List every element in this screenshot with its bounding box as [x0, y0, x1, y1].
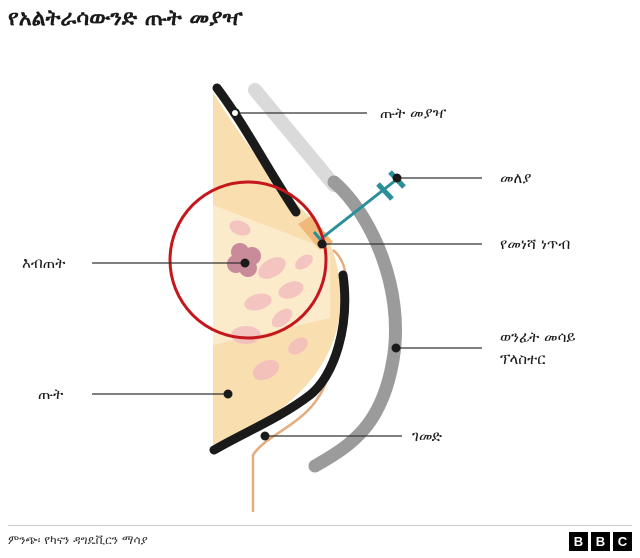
label-clear-plastic: ወንፊት መሳይ	[500, 328, 576, 346]
page-title: የአልትራሳውንድ ጡት መያዣ	[8, 6, 243, 31]
footer-divider	[8, 525, 632, 526]
label-breast-holder: ጡት መያዣ	[380, 104, 447, 122]
bbc-logo-letter: B	[591, 532, 610, 551]
label-separator: መለያ	[500, 169, 532, 187]
bbc-logo-letter: C	[613, 532, 632, 551]
leader-lines	[92, 112, 482, 437]
label-strap: ገመድ	[412, 427, 443, 445]
cup-upper	[212, 83, 301, 217]
label-lump: እብጠት	[22, 254, 66, 272]
breast-tissue	[229, 220, 313, 381]
label-target-point: የመነሻ ነጥብ	[500, 235, 571, 253]
plastic-shield	[308, 175, 402, 473]
top-shield	[248, 83, 341, 192]
label-breast: ጡት	[38, 385, 64, 403]
highlight-circle	[168, 180, 328, 340]
label-clear-plastic-line2: ፕላስተር	[500, 350, 546, 368]
source-text: ምንጭ፡ የካናን ዳግዴቪርን ማሳያ	[8, 533, 148, 547]
cup-lower	[209, 270, 350, 455]
bbc-logo-letter: B	[569, 532, 588, 551]
bbc-logo: B B C	[569, 532, 632, 551]
anchor-dots	[223, 108, 402, 441]
